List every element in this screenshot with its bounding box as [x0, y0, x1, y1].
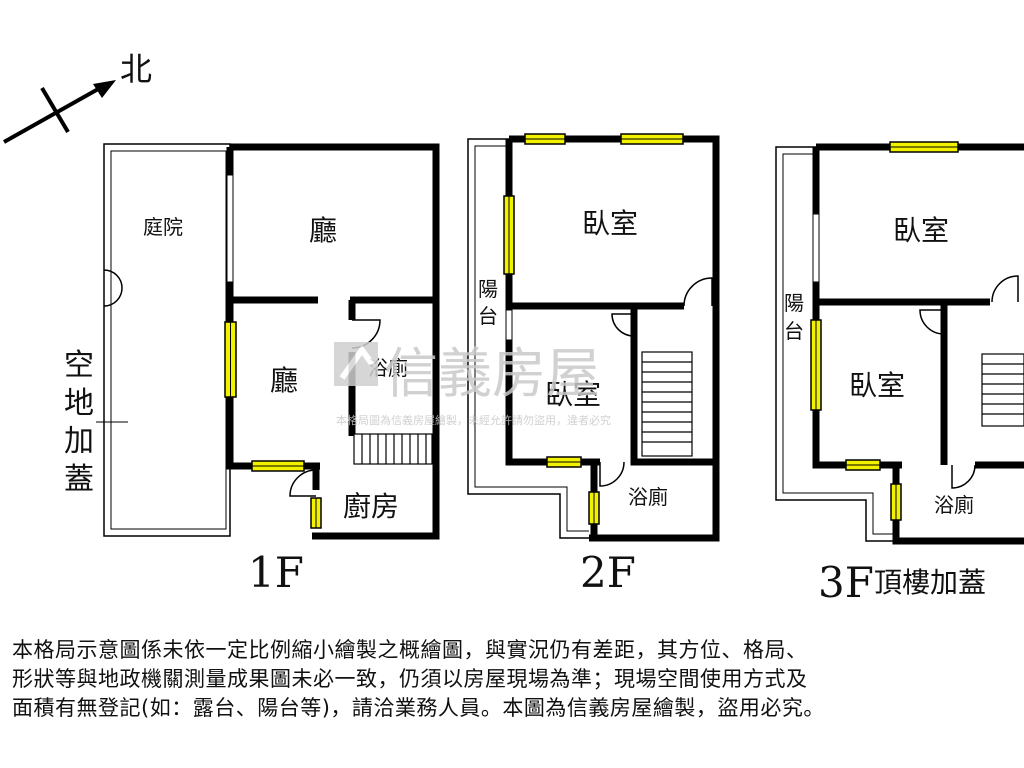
room-label-bathroom: 浴廁 [628, 485, 668, 509]
room-label-bedroom-front: 臥室 [893, 214, 949, 247]
balcony-label-char: 陽 [784, 291, 804, 315]
window [889, 141, 959, 153]
side-note-char: 地 [64, 386, 94, 421]
courtyard-outline [103, 143, 231, 537]
window [524, 133, 566, 145]
wall [230, 143, 440, 540]
room-label-courtyard: 庭院 [143, 215, 183, 239]
door-swing [599, 461, 625, 487]
wall [630, 306, 716, 466]
watermark-logo-icon [334, 342, 378, 386]
room-label-hall-lower: 廳 [270, 364, 298, 397]
wall [509, 135, 720, 542]
room-label-bedroom-back: 臥室 [545, 378, 601, 411]
door-swing [611, 313, 635, 337]
window [224, 321, 237, 398]
floor-title-3f: 3F [818, 558, 874, 607]
door-swing [919, 309, 945, 335]
balcony-outline [775, 146, 896, 542]
balcony-label-char: 台 [478, 304, 498, 328]
compass-north-label: 北 [120, 50, 152, 88]
stairs [641, 351, 693, 457]
watermark-brand: 信義房屋 [384, 342, 600, 405]
door-swing [289, 469, 317, 497]
window [620, 133, 684, 145]
balcony-outline [467, 138, 589, 539]
watermark: 信義房屋 本格局圖為信義房屋繪製，未經允許請勿盜用，違者必究 [334, 342, 611, 427]
side-note-char: 空 [64, 348, 94, 383]
compass: 北 [3, 50, 152, 144]
side-note-char: 蓋 [64, 462, 94, 497]
watermark-note: 本格局圖為信義房屋繪製，未經允許請勿盜用，違者必究 [336, 413, 611, 427]
balcony-label-char: 台 [784, 319, 804, 343]
balcony-label-char: 陽 [478, 277, 498, 301]
window [503, 195, 515, 275]
floor-title-2f: 2F [580, 548, 636, 597]
glass-door [505, 309, 513, 341]
window [588, 491, 600, 525]
window [546, 456, 582, 468]
room-label-bedroom-back: 臥室 [849, 369, 905, 402]
room-label-bathroom: 浴廁 [934, 493, 974, 517]
disclaimer-line: 本格局示意圖係未依一定比例縮小繪製之概繪圖，與實況仍有差距，其方位、格局、 [12, 638, 808, 662]
disclaimer-line: 面積有無登記(如：露台、陽台等)，請洽業務人員。本圖為信義房屋繪製，盜用必究。 [12, 696, 825, 720]
floor-plan-drawing: 北 [3, 50, 1024, 607]
floor-title-1f: 1F [248, 548, 304, 597]
room-label-kitchen: 廚房 [343, 490, 399, 523]
side-note-char: 加 [64, 424, 94, 459]
floor-subtitle-3f: 頂樓加蓋 [874, 566, 986, 599]
glass-door [812, 213, 820, 283]
door-swing [991, 275, 1019, 303]
disclaimer-line: 形狀等與地政機關測量成果圖未必一致，仍須以房屋現場為準；現場空間使用方式及 [12, 667, 808, 691]
window [310, 497, 322, 529]
disclaimer: 本格局示意圖係未依一定比例縮小繪製之概繪圖，與實況仍有差距，其方位、格局、 形狀… [12, 636, 1012, 723]
room-label-bedroom-front: 臥室 [582, 207, 638, 240]
window [890, 483, 902, 521]
door-swing [951, 464, 976, 489]
stairs [353, 433, 433, 465]
floor-1-plan: 庭院 廳 廳 浴廁 廚房 空 地 加 蓋 1F [64, 143, 440, 597]
stairs [981, 353, 1024, 427]
door-swing [683, 277, 713, 307]
window [810, 319, 822, 411]
window [845, 459, 881, 471]
glass-door [226, 174, 234, 283]
door-swing [103, 269, 123, 307]
room-label-hall-upper: 廳 [309, 214, 337, 247]
floor-3-plan: 臥室 臥室 浴廁 陽 台 3F 頂樓加蓋 [775, 141, 1024, 607]
floor-2-plan: 臥室 臥室 浴廁 陽 台 2F [467, 133, 720, 597]
window [251, 460, 305, 472]
